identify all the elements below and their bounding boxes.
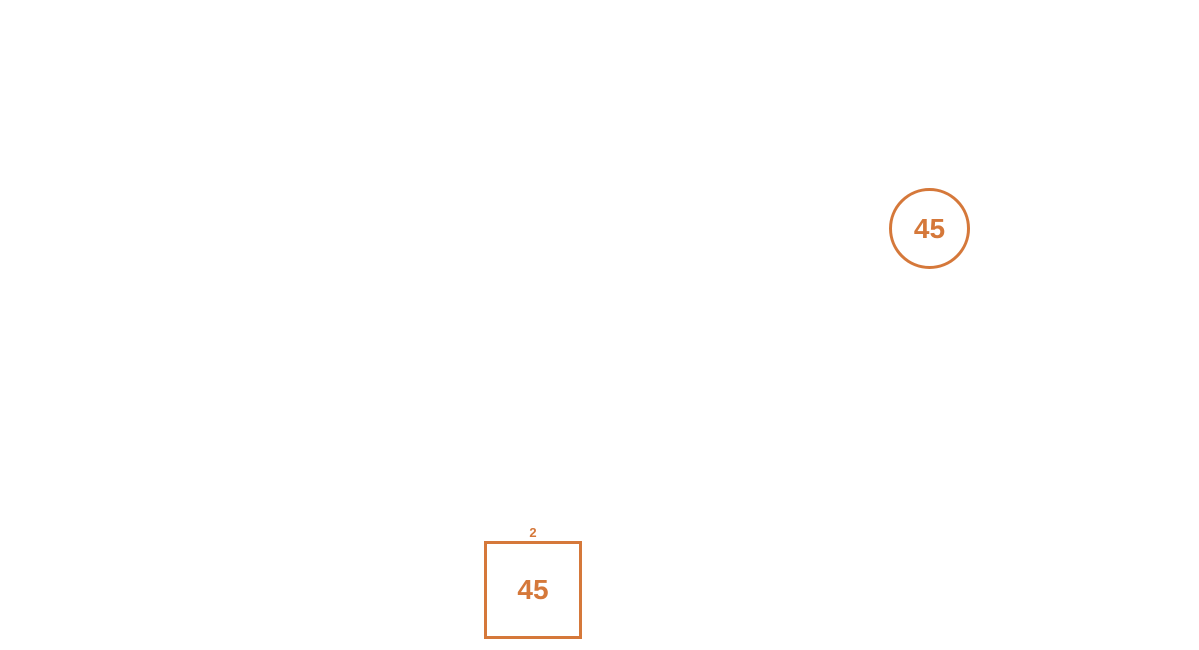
circle-node-value: 45 <box>913 212 946 244</box>
square-node-value: 45 <box>517 574 549 605</box>
square-node-badge: 2 <box>529 525 537 540</box>
circle-node: 45 <box>889 188 970 269</box>
square-node: 45 <box>484 541 582 639</box>
